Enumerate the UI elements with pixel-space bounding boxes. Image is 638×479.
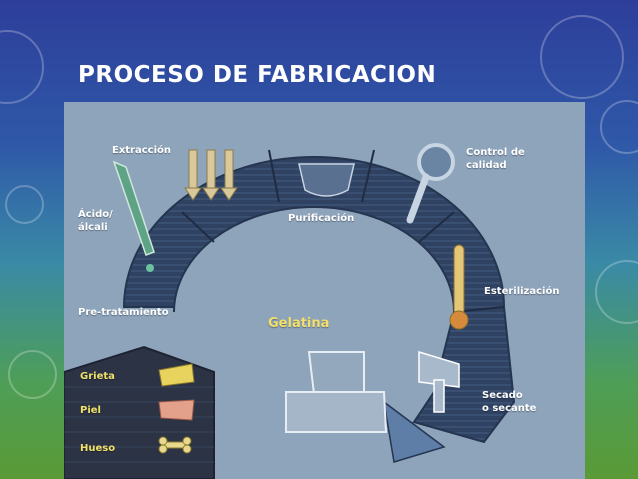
- step-label-purificacion: Purificación: [288, 213, 355, 224]
- step-label-extraccion: Extracción: [112, 145, 172, 156]
- process-arch-graphic: [64, 143, 516, 479]
- decorative-bubble: [5, 185, 44, 224]
- step-label-pretratamiento: Pre-tratamiento: [78, 307, 169, 318]
- raw-material-label-hueso: Hueso: [80, 443, 116, 454]
- magnifier-icon: [406, 143, 455, 224]
- extraction-arrows-icon: [184, 149, 238, 201]
- process-diagram: Extracción Purificación Control de calid…: [64, 102, 585, 479]
- step-label-secado: Secado o secante: [482, 390, 537, 414]
- center-label-gelatina: Gelatina: [268, 316, 330, 331]
- hair-dryer-icon: [418, 350, 460, 413]
- slide-title: PROCESO DE FABRICACION: [78, 62, 437, 88]
- step-label-acido-alcali: Ácido/ álcali: [78, 209, 113, 233]
- gelatin-box-icon: [285, 351, 388, 433]
- decorative-bubble: [595, 260, 638, 324]
- filter-bowl-icon: [298, 163, 355, 197]
- step-label-esterilizacion: Esterilización: [484, 286, 560, 297]
- thermometer-icon: [449, 244, 469, 330]
- raw-material-label-piel: Piel: [80, 405, 101, 416]
- step-label-control-calidad: Control de calidad: [466, 147, 525, 171]
- bone-icon: [158, 436, 192, 454]
- cracklings-icon: [158, 363, 195, 387]
- raw-material-label-grieta: Grieta: [80, 371, 115, 382]
- decorative-bubble: [8, 350, 57, 399]
- process-arrow-head: [382, 400, 446, 463]
- pipette-icon: [112, 160, 155, 272]
- decorative-bubble: [540, 15, 624, 99]
- skin-icon: [158, 399, 195, 421]
- decorative-bubble: [0, 30, 44, 104]
- decorative-bubble: [600, 100, 638, 154]
